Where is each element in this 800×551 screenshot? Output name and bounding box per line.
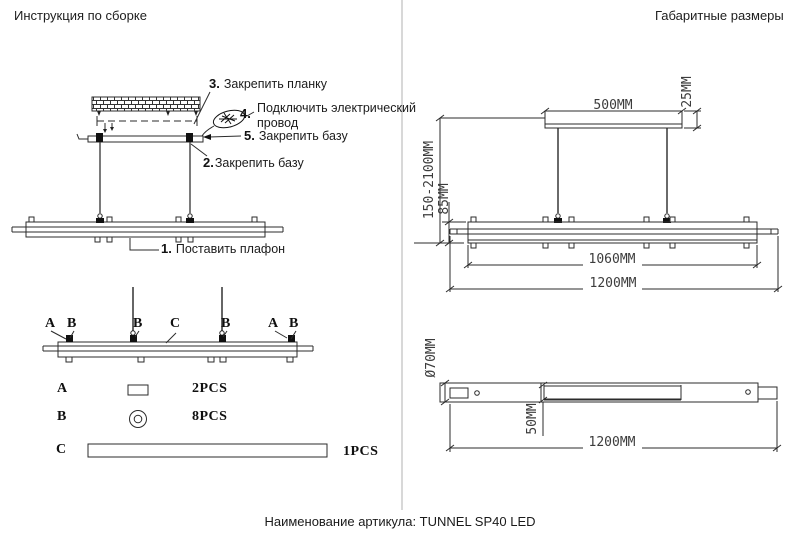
step-4-label-line1: Подключить электрический [257,101,416,115]
step-1-number: 1. [161,241,172,256]
part-b-qty: 8PCS [192,409,228,424]
title-assembly: Инструкция по сборке [14,8,147,23]
part-a-qty: 2PCS [192,381,228,396]
part-a-letter: A [57,381,68,396]
step-5-label: Закрепить базу [258,129,348,143]
part-a-symbol [127,384,149,396]
dim-suspension: 150-2100MM [422,141,437,219]
dim-lamp-height: 85MM [437,183,452,214]
ceiling-strip [91,96,201,116]
step-1: 1. Поставить плафон [161,241,286,257]
step-2-label: Закрепить базу [214,156,304,170]
dim-bar-width: 500MM [593,98,632,113]
part-b-symbol [129,410,147,428]
callout-b-mid-left: B [133,316,143,331]
step-4-label-line2: провод [257,116,299,130]
dim-side-view [439,379,782,452]
callout-a-right: A [268,316,279,331]
step-4: Подключить электрический провод [257,101,416,131]
title-dimensions: Габаритные размеры [655,8,784,23]
callout-a-left: A [45,316,56,331]
dim-side-total: 1200MM [589,435,636,450]
parts-diagram [42,287,314,363]
part-c-qty: 1PCS [343,444,379,459]
callout-b-left: B [67,316,77,331]
callout-b-mid-right: B [221,316,231,331]
dim-bar-height: 25MM [680,76,695,107]
part-c-symbol [87,443,328,458]
dim-diameter: Ø70MM [424,338,439,377]
dim-total-length: 1200MM [590,276,637,291]
lamp-front-left [11,216,284,243]
article-name: Наименование артикула: TUNNEL SP40 LED [264,514,536,529]
callout-c: C [170,316,181,331]
callout-leader-lines [50,330,297,344]
step-2: 2. Закрепить базу [203,155,304,171]
connect-wire-icon [212,109,246,129]
dim-channel-height: 50MM [525,403,540,434]
step-3-label: Закрепить планку [223,77,327,91]
part-c-letter: C [56,442,67,457]
step-leader-lines [129,91,255,251]
step-5: 5. Закрепить базу [244,128,348,144]
dim-glass-length: 1060MM [589,252,636,267]
callout-b-right: B [289,316,299,331]
step-4-number: 4. [240,106,251,121]
dim-front-view [414,107,783,293]
mounting-strip [96,116,198,133]
step-5-number: 5. [244,128,255,143]
step-2-number: 2. [203,155,214,170]
step-3: 3. Закрепить планку [209,76,327,92]
base-bar [76,133,204,143]
step-3-number: 3. [209,76,220,91]
part-b-letter: B [57,409,67,424]
suspension-wires [97,142,193,219]
step-1-label: Поставить плафон [175,242,286,256]
